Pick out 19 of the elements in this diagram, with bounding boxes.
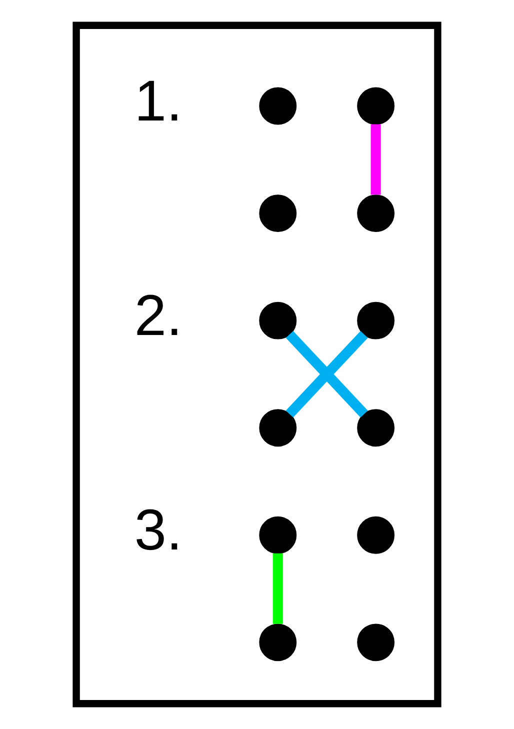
node-circle bbox=[357, 194, 395, 232]
node-circle bbox=[259, 516, 297, 554]
node-circle bbox=[357, 409, 395, 447]
connector bbox=[272, 553, 283, 624]
label: 1. bbox=[134, 69, 182, 134]
node-circle bbox=[259, 409, 297, 447]
cluster bbox=[72, 22, 442, 708]
node-circle bbox=[357, 302, 395, 340]
node-circle bbox=[259, 624, 297, 662]
node-circle bbox=[357, 624, 395, 662]
connector bbox=[286, 330, 368, 418]
node-circle bbox=[357, 516, 395, 554]
node-circle bbox=[259, 194, 297, 232]
node-circle bbox=[357, 87, 395, 125]
node-circle bbox=[259, 302, 297, 340]
label: 3. bbox=[134, 498, 182, 563]
connector bbox=[370, 124, 381, 195]
node-circle bbox=[259, 87, 297, 125]
label: 2. bbox=[134, 284, 182, 348]
